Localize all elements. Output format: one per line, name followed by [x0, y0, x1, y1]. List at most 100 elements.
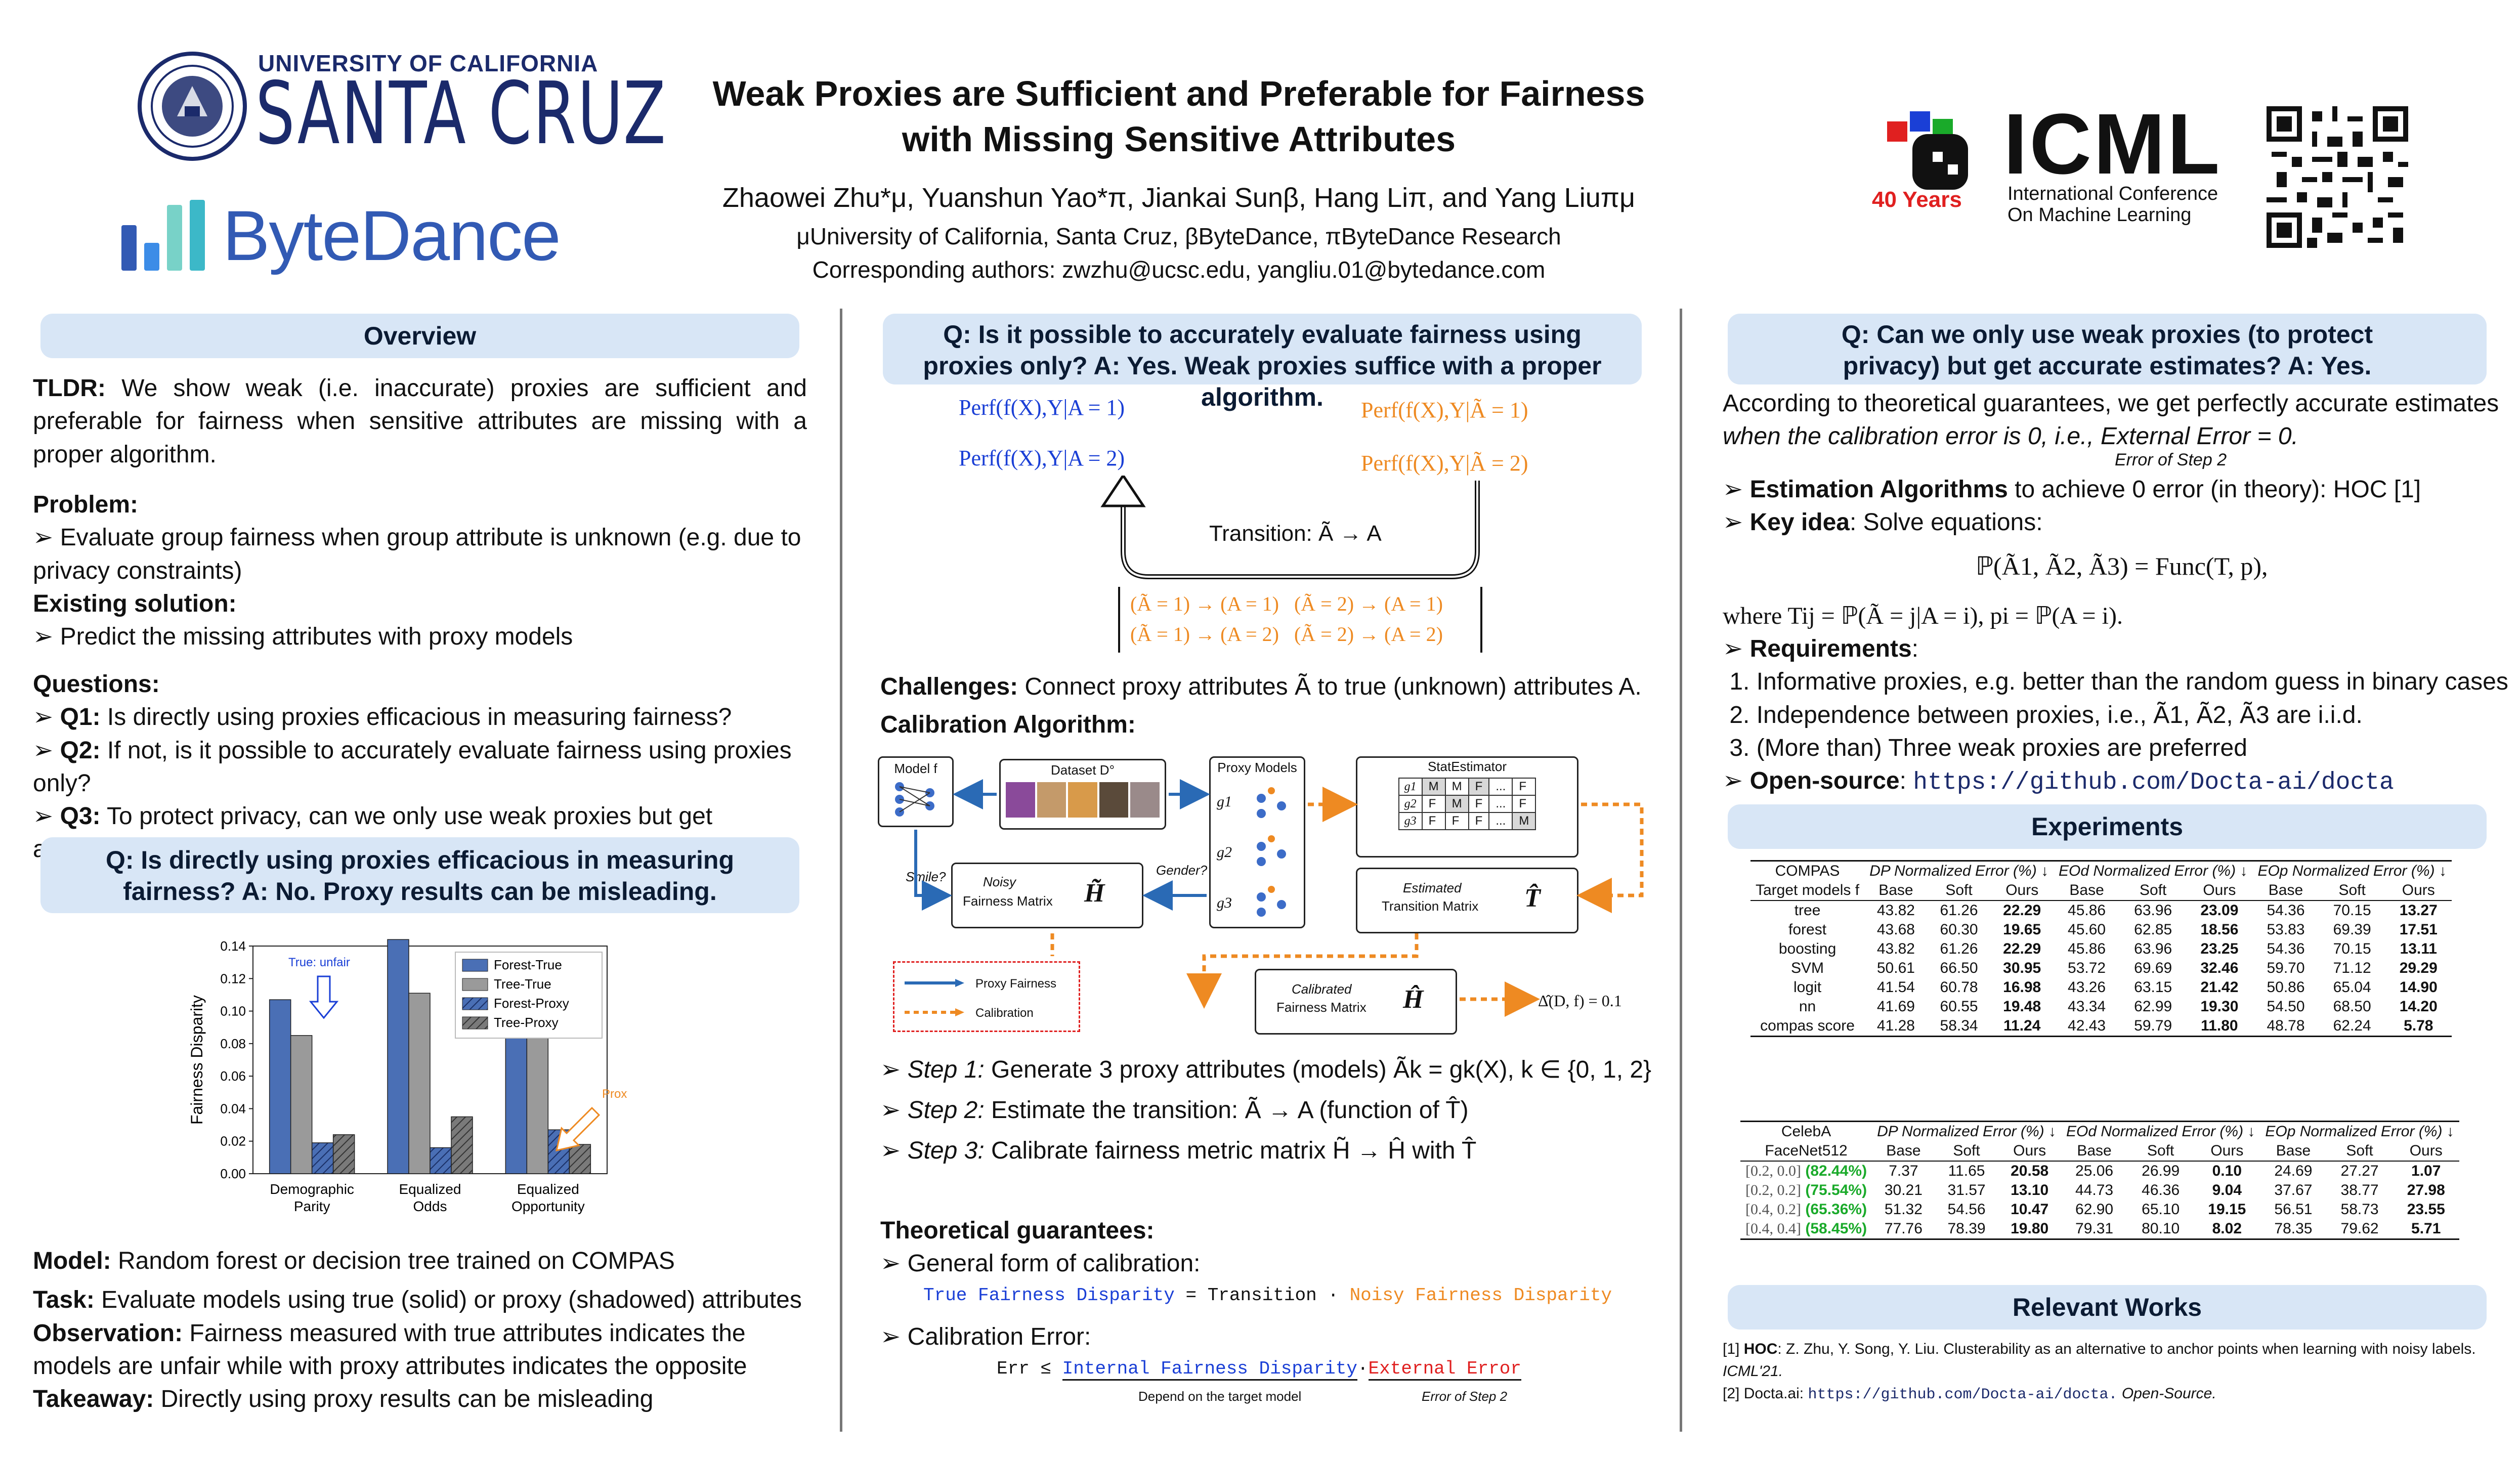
- legend-calib-label: Calibration: [975, 1006, 1034, 1020]
- noisy-label-1: Noisy: [983, 874, 1016, 889]
- table-cell: 26.99: [2142, 1163, 2180, 1179]
- table-cell: 27.98: [2407, 1182, 2445, 1198]
- table2-group-header: CelebA DP Normalized Error (%) ↓ EOd Nor…: [1781, 1123, 2454, 1140]
- table-cell: 65.04: [2333, 979, 2371, 996]
- table-cell: 31.57: [1947, 1182, 1986, 1198]
- y-tick-label: 0.02: [220, 1134, 246, 1149]
- corresponding-authors: Corresponding authors: zwzhu@ucsc.edu, y…: [812, 256, 1546, 283]
- table-cell: 54.36: [2267, 940, 2305, 957]
- table-cell: 62.90: [2075, 1201, 2114, 1218]
- table-cell: 24.69: [2274, 1163, 2313, 1179]
- transition-arrow-icon: [1100, 476, 1480, 579]
- bar-forest-true: [269, 999, 291, 1174]
- table-cell: 80.10: [2142, 1220, 2180, 1237]
- q3-answer-box: Q: Can we only use weak proxies (to prot…: [1728, 314, 2487, 384]
- questions-section: Questions: ➢ Q1: Is directly using proxi…: [33, 671, 792, 863]
- statestimator-label: StatEstimator: [1427, 759, 1507, 774]
- icml-subtitle-1: International Conference: [2008, 183, 2218, 204]
- legend-calib-line: [905, 1008, 964, 1016]
- bar-tree-proxy: [569, 1144, 591, 1174]
- table-cell: 46.36: [2142, 1182, 2180, 1198]
- x-tick-label: Opportunity: [511, 1198, 585, 1214]
- table-cell: 44.73: [2075, 1182, 2114, 1198]
- ucsc-seal-icon: [138, 52, 247, 161]
- table-cell: 19.30: [2200, 998, 2239, 1015]
- est-label-1: Estimated: [1403, 880, 1462, 895]
- model-task-section: Model: Random forest or decision tree tr…: [33, 1248, 802, 1413]
- table-cell: 63.96: [2134, 902, 2172, 919]
- legend-swatch: [462, 997, 488, 1010]
- bar-tree-proxy: [332, 1134, 355, 1174]
- estimated-transition-box: Estimated Transition Matrix T̂: [1356, 868, 1578, 933]
- table-cell: 29.29: [2399, 960, 2438, 976]
- legend-label: Forest-True: [494, 957, 562, 972]
- poster-title-line2: with Missing Sensitive Attributes: [902, 119, 1456, 159]
- references: [1] HOC: Z. Zhu, Y. Song, Y. Liu. Cluste…: [1723, 1338, 2512, 1406]
- table-cell: 19.80: [2011, 1220, 2049, 1237]
- column-divider-1: [840, 309, 842, 1432]
- table-cell: 70.15: [2333, 940, 2371, 957]
- table-cell: 13.27: [2399, 902, 2438, 919]
- table-cell: 20.58: [2011, 1163, 2049, 1179]
- table-cell: 60.30: [1940, 921, 1978, 938]
- noisy-label-2: Fairness Matrix: [963, 893, 1053, 909]
- transition-matrix: (Ã = 1) → (A = 1) (Ã = 2) → (A = 1) (Ã =…: [1118, 587, 1482, 653]
- h-tilde-symbol: H̃: [1084, 879, 1105, 908]
- y-tick-label: 0.00: [220, 1166, 246, 1181]
- model-box: Model f: [878, 756, 954, 827]
- theory-line-1: According to theoretical guarantees, we …: [1723, 390, 2499, 417]
- bar-tree-true: [290, 1035, 313, 1174]
- table-cell: 59.79: [2134, 1017, 2172, 1034]
- table-cell: 5.78: [2404, 1017, 2433, 1034]
- legend-swatch: [462, 1016, 488, 1030]
- table-cell: 59.70: [2267, 960, 2305, 976]
- authors: Zhaowei Zhu*μ, Yuanshun Yao*π, Jiankai S…: [722, 183, 1636, 213]
- table-cell: 63.96: [2134, 940, 2172, 957]
- steps-list: ➢ Step 1: Generate 3 proxy attributes (m…: [880, 1056, 1652, 1164]
- bar-forest-true: [387, 939, 409, 1174]
- table-cell: 62.99: [2134, 998, 2172, 1015]
- table-cell: 37.67: [2274, 1182, 2313, 1198]
- table-cell: 45.86: [2068, 902, 2106, 919]
- table-cell: 60.55: [1940, 998, 1978, 1015]
- annotation-true-unfair: True: unfair: [288, 956, 350, 969]
- table-cell: 43.82: [1876, 940, 1915, 957]
- table-cell: 79.31: [2075, 1220, 2114, 1237]
- table-cell: 50.61: [1876, 960, 1915, 976]
- q2-answer-box: Q: Is it possible to accurately evaluate…: [883, 314, 1642, 411]
- depend-note: Depend on the target model: [1138, 1389, 1302, 1404]
- row-label: forest: [1788, 921, 1827, 938]
- compas-results-table: COMPAS DP Normalized Error (%) ↓ EOd Nor…: [1750, 860, 2452, 1037]
- challenges-line: Challenges: Connect proxy attributes Ã t…: [880, 673, 1642, 700]
- table-cell: 18.56: [2200, 921, 2239, 938]
- smile-label: Smile?: [906, 869, 946, 884]
- table-cell: 11.80: [2201, 1017, 2238, 1034]
- affiliations: μUniversity of California, Santa Cruz, β…: [796, 223, 1561, 249]
- legend-swatch: [462, 959, 488, 972]
- arrow-diagonal-icon: [556, 1106, 601, 1151]
- docta-link[interactable]: https://github.com/Docta-ai/docta: [1913, 769, 2394, 797]
- error-of-step2-label: Error of Step 2: [2115, 450, 2227, 469]
- transition-label: Transition: Ã → A: [1209, 521, 1382, 546]
- table-cell: 42.43: [2068, 1017, 2106, 1034]
- theory-heading: Theoretical guarantees:: [880, 1217, 1155, 1244]
- table-cell: 62.85: [2134, 921, 2172, 938]
- table-cell: 17.51: [2399, 921, 2438, 938]
- qr-code-icon[interactable]: [2267, 106, 2408, 248]
- table-cell: 58.34: [1940, 1017, 1978, 1034]
- table-cell: 61.26: [1940, 940, 1978, 957]
- h-hat-symbol: Ĥ: [1403, 985, 1424, 1014]
- icml-wordmark: ICML: [2003, 96, 2222, 192]
- table-cell: 22.29: [2003, 902, 2041, 919]
- bar-tree-true: [408, 993, 431, 1174]
- row-label: [0.2, 0.2] (75.54%): [1745, 1182, 1867, 1198]
- table-cell: 7.37: [1889, 1163, 1918, 1179]
- where-definition: where Tij = ℙ(Ã = j|A = i), pi = ℙ(A = i…: [1723, 603, 2123, 629]
- legend-proxy-line: [905, 979, 964, 987]
